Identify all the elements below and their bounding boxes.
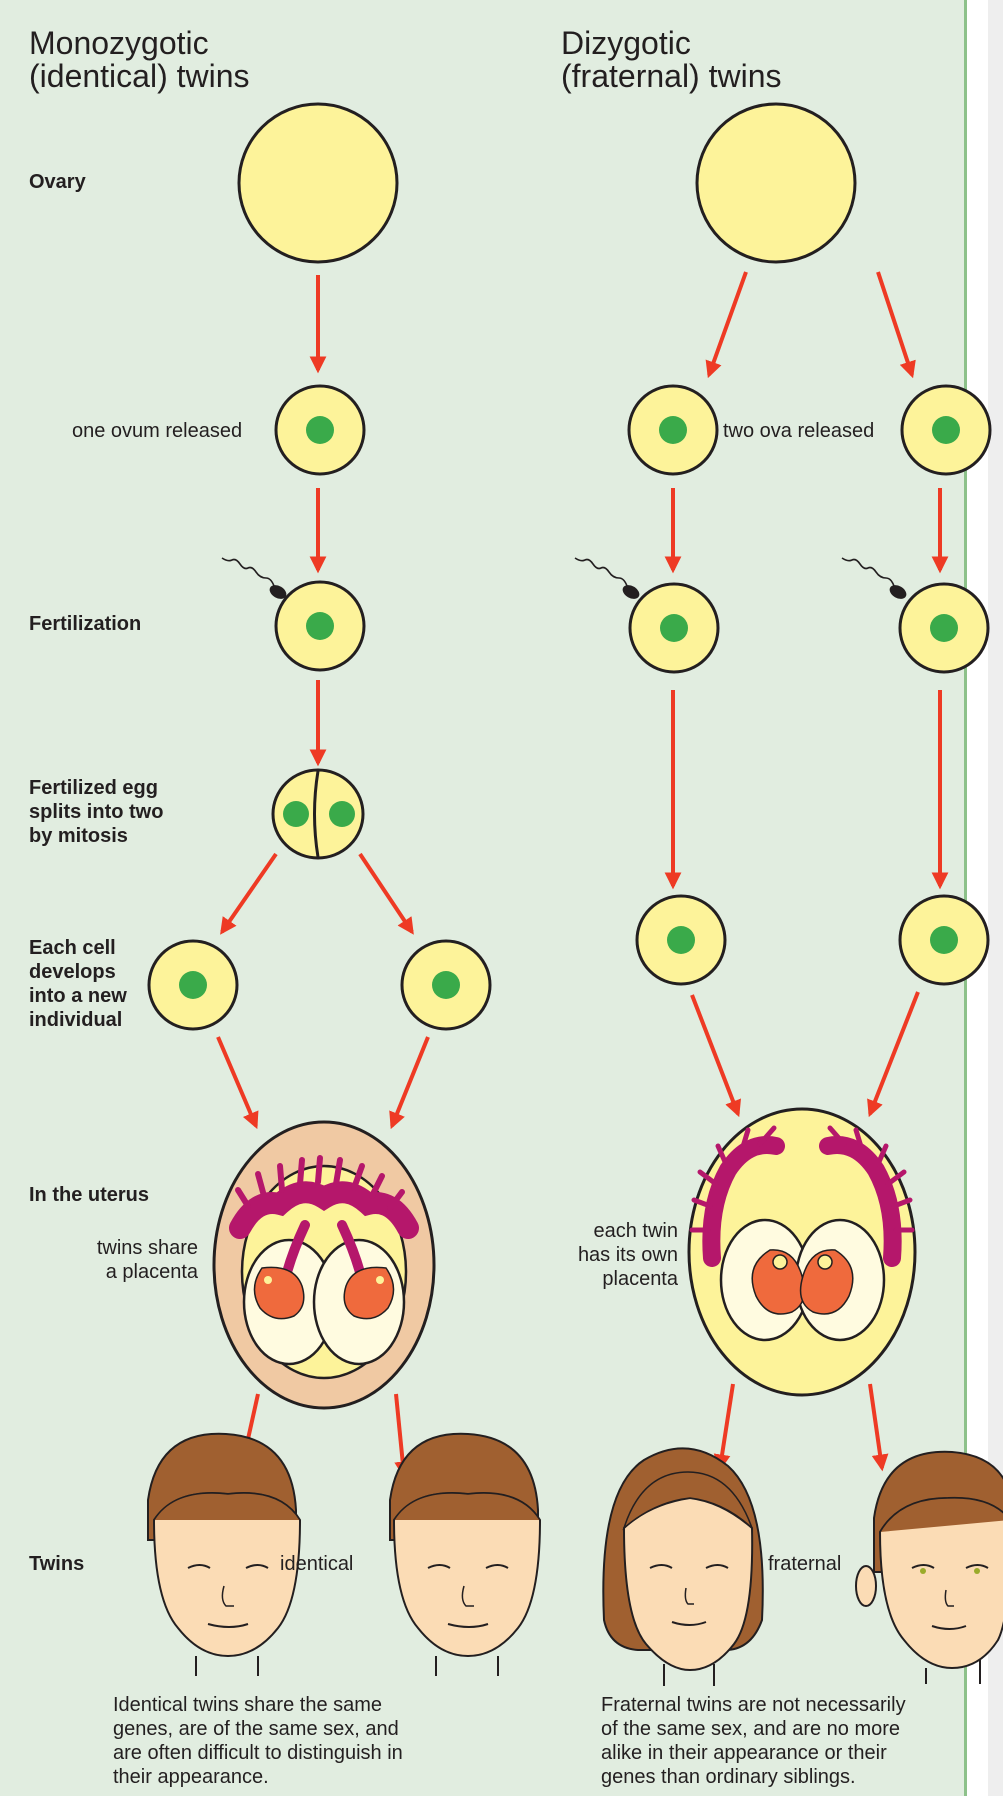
fertilized-ovum-mono [276,582,364,670]
title-monozygotic: Monozygotic (identical) twins [29,27,250,93]
paragraph-fraternal-line1: Fraternal twins are not necessarily [601,1693,906,1717]
label-develops-line2: develops [29,960,127,984]
paragraph-identical-line2: genes, are of the same sex, and [113,1717,403,1741]
arrow [720,1384,733,1468]
paragraph-fraternal-line2: of the same sex, and are no more [601,1717,906,1741]
arrow [360,854,412,932]
note-twins-share-placenta: twins share a placenta [84,1236,198,1284]
twin-face-identical-left [148,1434,300,1676]
paragraph-identical: Identical twins share the same genes, ar… [113,1693,403,1789]
twin-face-fraternal-boy [856,1452,1003,1684]
label-ovary: Ovary [29,170,86,194]
title-monozygotic-line2: (identical) twins [29,60,250,93]
label-develops-line4: individual [29,1008,127,1032]
label-in-the-uterus: In the uterus [29,1183,149,1207]
label-twins: Twins [29,1552,84,1576]
note-share-line2: a placenta [84,1260,198,1284]
label-develops-line1: Each cell [29,936,127,960]
paragraph-fraternal-line4: genes than ordinary siblings. [601,1765,906,1789]
dividing-egg [273,770,363,858]
cell-di-left [637,896,725,984]
label-each-cell-develops: Each cell develops into a new individual [29,936,127,1032]
arrow [218,1037,256,1126]
sperm-di-right [842,558,909,602]
arrow [870,992,918,1114]
arrow [392,1037,428,1126]
note-fraternal: fraternal [768,1552,841,1576]
arrow [870,1384,882,1468]
arrow [709,272,746,375]
cell-mono-left [149,941,237,1029]
paragraph-identical-line3: are often difficult to distinguish in [113,1741,403,1765]
label-fertilization: Fertilization [29,612,141,636]
ovum-di-right [902,386,990,474]
sperm-di-left [575,558,642,602]
fertilized-ovum-di-left [630,584,718,672]
note-identical: identical [280,1552,353,1576]
ovary-mono [239,104,397,262]
title-dizygotic-line1: Dizygotic [561,27,782,60]
note-own-placenta: each twin has its own placenta [560,1219,678,1291]
paragraph-identical-line4: their appearance. [113,1765,403,1789]
cell-di-right [900,896,988,984]
label-develops-line3: into a new [29,984,127,1008]
paragraph-fraternal-line3: alike in their appearance or their [601,1741,906,1765]
note-share-line1: twins share [84,1236,198,1260]
paragraph-fraternal: Fraternal twins are not necessarily of t… [601,1693,906,1789]
ovum-di-left [629,386,717,474]
uterus-shared-placenta [214,1122,434,1408]
title-monozygotic-line1: Monozygotic [29,27,250,60]
note-own-line3: placenta [560,1267,678,1291]
label-egg-splits: Fertilized egg splits into two by mitosi… [29,776,163,848]
note-two-ova-released: two ova released [723,419,874,443]
note-own-line2: has its own [560,1243,678,1267]
arrow [222,854,276,932]
arrow [878,272,912,375]
title-dizygotic: Dizygotic (fraternal) twins [561,27,782,93]
note-own-line1: each twin [560,1219,678,1243]
arrow [692,995,738,1114]
label-egg-splits-line1: Fertilized egg [29,776,163,800]
title-dizygotic-line2: (fraternal) twins [561,60,782,93]
paragraph-identical-line1: Identical twins share the same [113,1693,403,1717]
sperm-mono [222,558,289,602]
uterus-separate-placentas [689,1109,915,1395]
label-egg-splits-line3: by mitosis [29,824,163,848]
twin-face-fraternal-girl [603,1448,762,1686]
cell-mono-right [402,941,490,1029]
label-egg-splits-line2: splits into two [29,800,163,824]
ovum-mono [276,386,364,474]
fertilized-ovum-di-right [900,584,988,672]
twin-face-identical-right [390,1434,540,1676]
note-one-ovum-released: one ovum released [72,419,242,443]
ovary-di [697,104,855,262]
